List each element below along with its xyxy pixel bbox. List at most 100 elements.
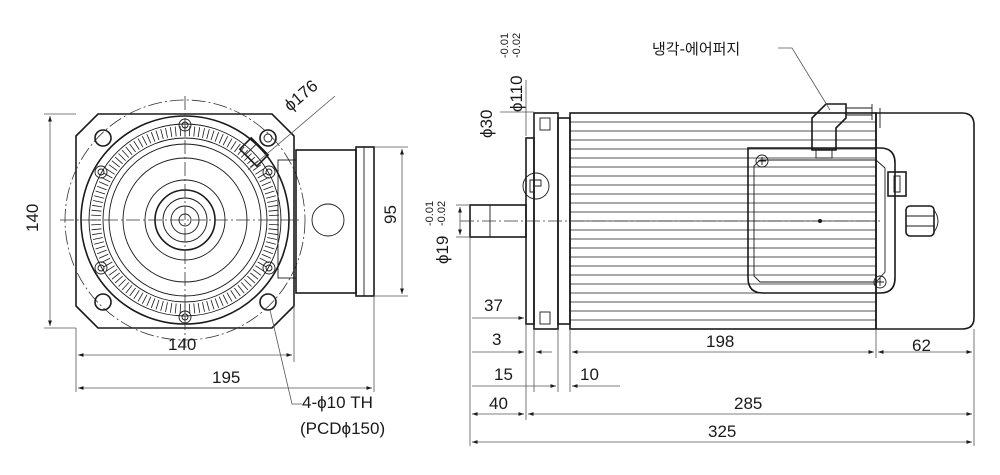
dia-19-tol-upper: -0.01 — [424, 201, 436, 226]
fin-mark — [237, 285, 245, 294]
fin-mark — [94, 195, 105, 199]
fin-mark — [141, 294, 148, 304]
dim-140-h: 140 — [168, 335, 196, 354]
fin-mark — [150, 298, 156, 308]
fin-mark — [93, 200, 103, 203]
fin-mark — [105, 265, 115, 272]
pcd-label: (PCDϕ150) — [300, 419, 385, 438]
screw-icon — [97, 264, 105, 272]
fin-mark — [91, 228, 102, 231]
fin-mark — [125, 285, 133, 294]
fin-mark — [174, 303, 177, 314]
dim-95: 95 — [381, 205, 400, 224]
fin-mark — [268, 224, 279, 226]
front-nose — [525, 137, 535, 325]
cable-gland — [905, 205, 935, 237]
fin-mark — [264, 190, 275, 195]
fin-mark — [222, 294, 229, 304]
fin-mark — [268, 214, 279, 216]
screw-icon — [265, 168, 273, 176]
screw-icon — [178, 310, 192, 324]
fin-mark — [91, 209, 102, 212]
fin-mark — [108, 269, 118, 276]
fin-mark — [265, 195, 276, 199]
fin-mark — [263, 249, 273, 255]
fin-mark — [267, 232, 278, 236]
fin-mark — [222, 136, 229, 146]
fin-mark — [146, 296, 152, 307]
mount-hole-inner-icon — [263, 133, 273, 143]
dim-325: 325 — [708, 422, 736, 441]
dim-198: 198 — [706, 332, 734, 351]
fin-mark — [93, 237, 103, 240]
pcd-176-label: ϕ176 — [280, 76, 321, 115]
fin-mark — [197, 302, 201, 313]
fin-mark — [121, 282, 130, 291]
fin-mark — [257, 172, 267, 179]
cooling-air-purge-label: 냉각-에어퍼지 — [652, 40, 740, 58]
dia-110-tol-lower: -0.02 — [511, 33, 523, 58]
rear-cover — [875, 112, 975, 330]
box-screw-icon — [873, 275, 887, 289]
flange-bolt-bottom — [539, 311, 551, 325]
dim-62: 62 — [912, 336, 931, 355]
fin-mark — [165, 302, 168, 312]
fin-mark — [250, 272, 259, 280]
screw-icon — [262, 261, 276, 275]
fin-mark — [264, 245, 275, 250]
flange-outline — [75, 113, 295, 329]
dim-140-v: 140 — [23, 204, 42, 232]
dim-15: 15 — [494, 365, 513, 384]
key-symbol-icon — [522, 172, 550, 200]
fin-mark — [103, 261, 113, 268]
fin-mark — [92, 204, 103, 208]
mount-hole-icon — [259, 129, 277, 147]
dim-285: 285 — [734, 394, 762, 413]
fin-mark — [169, 302, 173, 313]
mount-hole-icon — [259, 293, 277, 311]
fin-mark — [267, 237, 277, 240]
fin-mark — [230, 290, 237, 300]
front-view: ϕ176 140 140 195 95 4-ϕ10 TH (PCDϕ150) — [23, 76, 408, 438]
fin-mark — [111, 160, 120, 168]
box-screw-icon — [755, 154, 769, 168]
fin-mark — [137, 138, 144, 148]
fin-mark — [261, 253, 272, 259]
body-fins — [570, 121, 876, 321]
fin-mark — [202, 128, 205, 138]
fin-mark — [129, 143, 136, 153]
fin-mark — [111, 272, 120, 280]
dia-110: ϕ110 — [507, 75, 526, 112]
dim-10: 10 — [580, 365, 599, 384]
mount-hole-icon — [94, 129, 112, 147]
fin-mark — [165, 128, 168, 138]
fin-mark — [202, 302, 205, 312]
fin-mark — [146, 133, 152, 144]
fin-mark — [137, 292, 144, 302]
air-purge-fitting — [811, 103, 881, 159]
fin-mark — [218, 296, 224, 307]
fin-mark — [193, 303, 196, 314]
fin-mark — [118, 279, 126, 287]
dia-110-tol-upper: -0.01 — [499, 33, 511, 58]
fin-mark — [268, 209, 279, 212]
screw-icon — [265, 264, 273, 272]
fin-mark — [226, 292, 233, 302]
connector-cap — [355, 146, 375, 297]
dia-19: ϕ19 — [433, 236, 452, 264]
fin-mark — [92, 232, 103, 236]
fin-mark — [103, 172, 113, 179]
fin-mark — [179, 303, 181, 314]
fin-mark — [267, 204, 278, 208]
mount-hole-icon — [94, 293, 112, 311]
fin-mark — [206, 129, 210, 140]
dim-195: 195 — [212, 368, 240, 387]
fin-mark — [141, 136, 148, 146]
screw-icon — [262, 165, 276, 179]
fin-mark — [255, 168, 265, 175]
fin-mark — [267, 200, 277, 203]
fin-mark — [189, 303, 191, 314]
fin-mark — [160, 300, 164, 311]
fin-mark — [252, 269, 262, 276]
